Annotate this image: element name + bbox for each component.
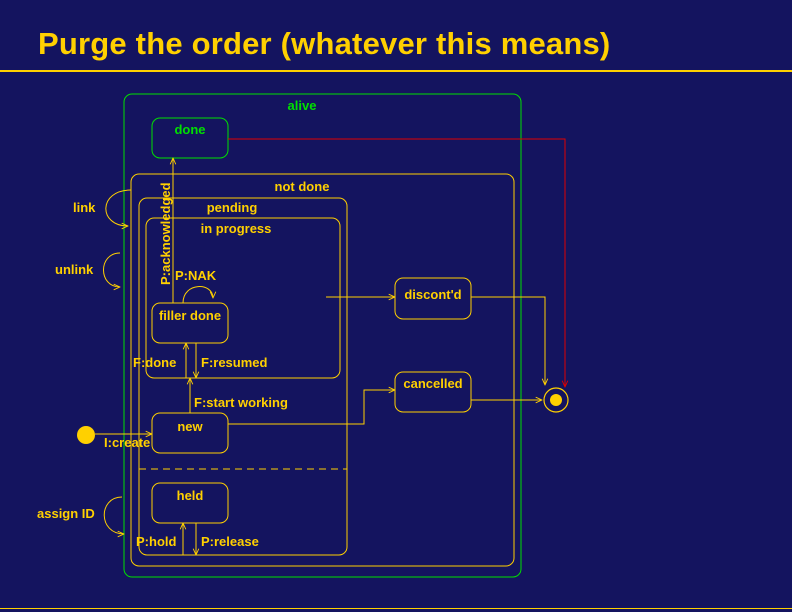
page-title: Purge the order (whatever this means) xyxy=(38,26,611,61)
state-new-label: new xyxy=(177,419,203,434)
state-held-label: held xyxy=(177,488,204,503)
state-alive xyxy=(123,93,522,578)
final-state xyxy=(543,387,569,413)
transition-p-hold-label: P:hold xyxy=(136,534,176,549)
bottom-rule xyxy=(0,608,792,609)
state-discontd-label: discont'd xyxy=(404,287,461,302)
transition-discontd-to-final xyxy=(471,296,545,385)
transition-link-loop xyxy=(105,189,132,226)
transition-link-label: link xyxy=(73,200,96,215)
state-filler-done xyxy=(151,302,229,344)
state-alive-label: alive xyxy=(288,98,317,113)
transition-create-label: I:create xyxy=(104,435,150,450)
title-rule xyxy=(0,70,792,72)
state-pending xyxy=(138,197,348,556)
state-pending-label: pending xyxy=(207,200,258,215)
transition-unlink-label: unlink xyxy=(55,262,94,277)
transition-new-to-cancelled xyxy=(228,390,395,425)
state-done-label: done xyxy=(174,122,205,137)
transition-f-resumed-label: F:resumed xyxy=(201,355,268,370)
transition-acknowledged-label: P:acknowledged xyxy=(158,182,173,285)
transition-f-done-label: F:done xyxy=(133,355,176,370)
transition-start-working-label: F:start working xyxy=(194,395,288,410)
state-in-progress xyxy=(145,217,341,379)
state-not-done-label: not done xyxy=(275,179,330,194)
state-in-progress-label: in progress xyxy=(201,221,272,236)
state-not-done xyxy=(130,173,515,567)
transition-nak-loop xyxy=(182,286,213,304)
state-held xyxy=(151,482,229,524)
state-filler-done-label: filler done xyxy=(159,308,221,323)
transition-assign-id-label: assign ID xyxy=(37,506,95,521)
initial-state xyxy=(77,426,95,444)
transition-unlink-loop xyxy=(103,252,121,287)
transition-done-to-final xyxy=(228,138,565,387)
transition-p-release-label: P:release xyxy=(201,534,259,549)
state-cancelled-label: cancelled xyxy=(403,376,462,391)
transition-nak-label: P:NAK xyxy=(175,268,217,283)
final-state-core xyxy=(550,394,562,406)
state-done xyxy=(151,117,229,159)
transition-assign-id-loop xyxy=(103,496,124,534)
